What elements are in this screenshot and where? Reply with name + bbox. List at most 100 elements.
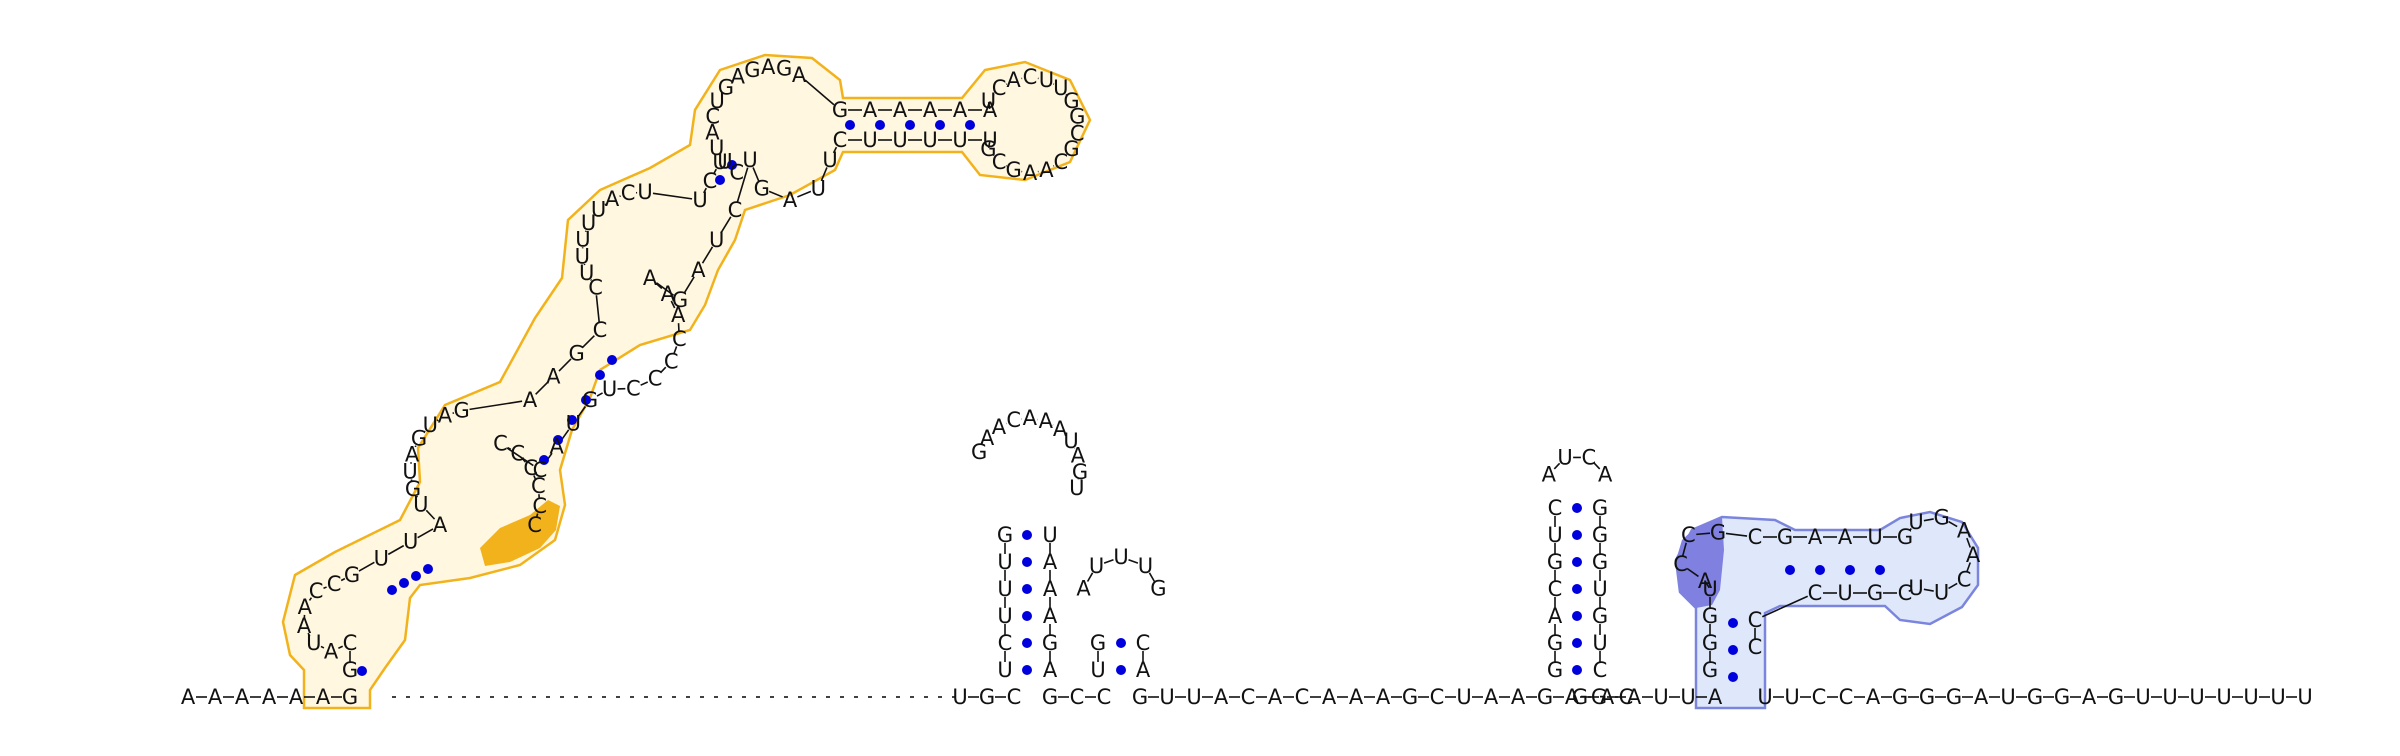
backbone-segment — [832, 146, 838, 154]
hairpin4-nucleotide: U — [1592, 577, 1607, 601]
orange-hairpin-nucleotide: G — [980, 137, 996, 161]
orange-hairpin-nucleotide: C — [493, 432, 508, 456]
orange-hairpin-nucleotide: C — [327, 572, 342, 596]
orange-hairpin-nucleotide: A — [792, 63, 807, 87]
orange-hairpin-nucleotide: A — [433, 513, 448, 537]
orange-hairpin-nucleotide: U — [952, 128, 967, 152]
blue-hairpin-nucleotide: C — [1748, 635, 1763, 659]
hairpin2-nucleotide: C — [998, 631, 1013, 655]
orange-hairpin-nucleotide: C — [593, 318, 608, 342]
orange-hairpin-nucleotide: G — [411, 426, 427, 450]
baseline-nucleotide: A — [2082, 685, 2097, 709]
orange-hairpin-nucleotide: A — [893, 98, 908, 122]
orange-hairpin-nucleotide: C — [527, 513, 542, 537]
orange-hairpin-nucleotide: U — [306, 631, 321, 655]
backbone-segment — [652, 192, 693, 200]
baseline-nucleotide: A — [1708, 685, 1723, 709]
hairpin4-nucleotide: G — [1592, 550, 1608, 574]
orange-hairpin-nucleotide: U — [413, 492, 428, 516]
structure-domains — [281, 53, 1980, 710]
baseline-nucleotide: U — [2162, 685, 2177, 709]
backbone-segment — [804, 79, 835, 106]
base-pair-dot — [1815, 565, 1825, 575]
base-pair-dot — [1875, 565, 1885, 575]
hairpin2-loop-nucleotide: A — [980, 426, 995, 450]
backbone-segment — [1923, 588, 1934, 592]
backbone-segment — [1761, 595, 1809, 618]
orange-hairpin-nucleotide: A — [731, 65, 746, 89]
orange-hairpin-nucleotide: G — [342, 658, 358, 682]
backbone-segment — [701, 246, 714, 264]
hairpin2-loop-nucleotide: U — [1063, 429, 1078, 453]
backbone-segment — [1908, 588, 1913, 592]
orange-hairpin-nucleotide: A — [297, 614, 312, 638]
backbone-segment — [1103, 558, 1114, 564]
base-pair-dot — [1116, 638, 1126, 648]
base-pair-dot — [567, 415, 577, 425]
orange-hairpin-nucleotide: C — [705, 104, 720, 128]
backbone-segment — [535, 381, 549, 395]
base-pair-dot — [1022, 530, 1032, 540]
base-pair-dot — [1022, 584, 1032, 594]
hairpin3-nucleotide: A — [1136, 658, 1151, 682]
backbone-segment — [768, 190, 783, 198]
base-pair-dot — [539, 455, 549, 465]
backbone-segment — [417, 528, 434, 539]
backbone-segment — [340, 577, 346, 582]
orange-hairpin-nucleotide: G — [1005, 158, 1021, 182]
blue-hairpin-nucleotide: C — [1808, 581, 1823, 605]
baseline-nucleotide: C — [1839, 685, 1854, 709]
baseline-nucleotide: U — [2135, 685, 2150, 709]
base-pair-dot — [845, 120, 855, 130]
backbone-segment — [1148, 572, 1156, 582]
backbone-segment — [323, 586, 327, 590]
orange-hairpin-nucleotide: C — [531, 474, 546, 498]
orange-hairpin-nucleotide: U — [692, 188, 707, 212]
orange-hairpin-nucleotide: U — [1053, 76, 1068, 100]
backbone-segment — [604, 203, 607, 206]
base-pair-dot — [607, 355, 617, 365]
backbone-segment — [414, 445, 417, 448]
base-pair-dot — [965, 120, 975, 130]
backbone-segment — [387, 544, 405, 556]
base-pair-dot — [1022, 665, 1032, 675]
base-pair-dot — [1572, 530, 1582, 540]
orange-hairpin-nucleotide: C — [833, 128, 848, 152]
backbone-segment — [522, 458, 527, 463]
orange-hairpin-nucleotide: G — [454, 399, 470, 423]
backbone-segment — [683, 276, 695, 294]
base-pair-dot — [905, 120, 915, 130]
blue-hairpin-nucleotide: G — [1710, 520, 1726, 544]
orange-hairpin-nucleotide: C — [626, 376, 641, 400]
orange-hairpin-nucleotide: U — [709, 136, 724, 160]
base-pair-dot — [1022, 611, 1032, 621]
baseline-nucleotide: A — [1565, 685, 1580, 709]
orange-hairpin-nucleotide: A — [983, 98, 998, 122]
backbone-segment — [506, 447, 534, 467]
backbone-segment — [1681, 542, 1687, 557]
hairpin4-nucleotide: G — [1592, 496, 1608, 520]
base-pair-dot — [715, 175, 725, 185]
hairpin3-nucleotide: C — [1136, 631, 1151, 655]
backbone-segment — [987, 101, 991, 110]
orange-hairpin-nucleotide: A — [643, 266, 658, 290]
hairpin2-nucleotide: A — [1043, 550, 1058, 574]
baseline-nucleotide: A — [289, 685, 304, 709]
hairpin2-nucleotide: U — [997, 577, 1012, 601]
orange-hairpin-nucleotide: U — [374, 546, 389, 570]
hairpin4-loop-nucleotide: C — [1582, 445, 1597, 469]
baseline-nucleotide: G — [342, 685, 358, 709]
blue-hairpin-nucleotide: A — [1838, 525, 1853, 549]
baseline-nucleotide: C — [1619, 685, 1634, 709]
base-pair-dot — [1845, 565, 1855, 575]
hairpin4-nucleotide: G — [1592, 604, 1608, 628]
baseline-nucleotide: A — [1974, 685, 1989, 709]
base-pair-dot — [727, 160, 737, 170]
blue-domain-highlight — [1676, 517, 1724, 608]
backbone-segment — [703, 187, 707, 194]
orange-hairpin-nucleotide: C — [621, 181, 636, 205]
backbone-segment — [577, 406, 587, 418]
base-pair-dots — [357, 120, 1885, 682]
blue-hairpin-nucleotide: C — [1748, 525, 1763, 549]
orange-hairpin-nucleotide: C — [588, 275, 603, 299]
